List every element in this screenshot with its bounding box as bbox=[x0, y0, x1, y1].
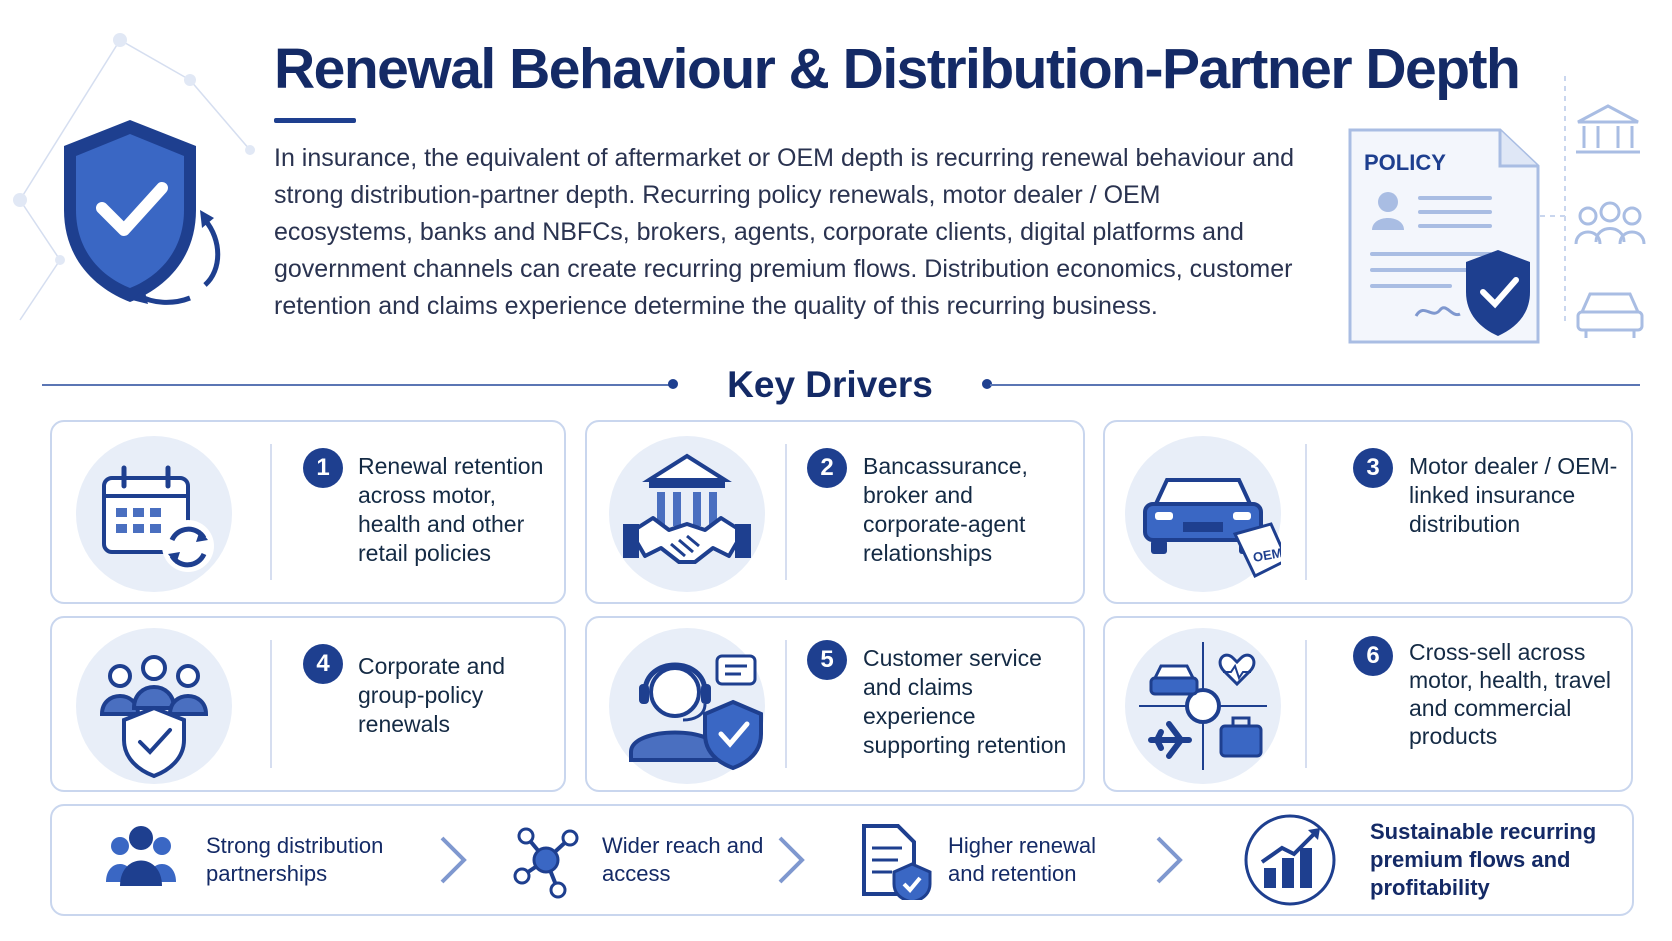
outcome-flow: Strong distribution partnerships Wider r… bbox=[50, 804, 1634, 916]
flow-step-3: Higher renewal and retention bbox=[858, 806, 1118, 914]
chevron-right-icon bbox=[440, 836, 467, 884]
heading-rule-right bbox=[990, 384, 1640, 386]
oem-tag-label: OEM bbox=[1252, 545, 1281, 565]
driver-card-4: 4 Corporate and group-policy renewals bbox=[50, 616, 566, 792]
people-icon bbox=[106, 826, 176, 886]
driver-label: Customer service and claims experience s… bbox=[863, 645, 1067, 758]
driver-label: Renewal retention across motor, health a… bbox=[358, 453, 544, 566]
key-drivers-title: Key Drivers bbox=[727, 364, 933, 405]
card-divider bbox=[1305, 640, 1307, 768]
flow-step-2: Wider reach and access bbox=[512, 806, 772, 914]
intro-paragraph: In insurance, the equivalent of aftermar… bbox=[274, 144, 1294, 320]
driver-label: Bancassurance, broker and corporate-agen… bbox=[863, 453, 1028, 566]
card-divider bbox=[785, 640, 787, 768]
driver-card-1: 1 Renewal retention across motor, health… bbox=[50, 420, 566, 604]
driver-number: 1 bbox=[303, 448, 343, 488]
group-shield-icon bbox=[76, 628, 232, 784]
calendar-renewal-icon bbox=[76, 436, 232, 592]
driver-number: 5 bbox=[807, 640, 847, 680]
growth-chart-icon bbox=[1244, 814, 1336, 906]
card-divider bbox=[270, 444, 272, 580]
card-divider bbox=[270, 640, 272, 768]
driver-card-2: 2 Bancassurance, broker and corporate-ag… bbox=[585, 420, 1085, 604]
heading-dot-right bbox=[982, 379, 992, 389]
chevron-right-icon bbox=[1156, 836, 1183, 884]
card-divider bbox=[785, 444, 787, 580]
driver-number: 6 bbox=[1353, 636, 1393, 676]
policy-label: POLICY bbox=[1364, 150, 1446, 175]
flow-label: Higher renewal and retention bbox=[948, 833, 1096, 886]
driver-card-3: OEM 3 Motor dealer / OEM-linked insuranc… bbox=[1103, 420, 1633, 604]
policy-document-icon: POLICY bbox=[1348, 76, 1646, 344]
card-divider bbox=[1305, 444, 1307, 580]
car-oem-icon: OEM bbox=[1125, 436, 1289, 592]
chevron-right-icon bbox=[778, 836, 805, 884]
support-agent-icon bbox=[609, 628, 765, 784]
driver-card-6: 6 Cross-sell across motor, health, trave… bbox=[1103, 616, 1633, 792]
policy-document-graphic: POLICY bbox=[1320, 66, 1672, 356]
heading-dot-left bbox=[668, 379, 678, 389]
flow-label: Strong distribution partnerships bbox=[206, 833, 384, 886]
driver-card-5: 5 Customer service and claims experience… bbox=[585, 616, 1085, 792]
flow-step-4: Sustainable recurring premium flows and … bbox=[1242, 806, 1622, 914]
driver-number: 2 bbox=[807, 448, 847, 488]
flow-step-1: Strong distribution partnerships bbox=[104, 806, 404, 914]
driver-label: Corporate and group-policy renewals bbox=[358, 653, 506, 737]
bank-handshake-icon bbox=[609, 436, 765, 592]
flow-label: Sustainable recurring premium flows and … bbox=[1370, 819, 1597, 900]
flow-label: Wider reach and access bbox=[602, 833, 764, 886]
title-underline bbox=[274, 118, 356, 123]
heading-rule-left bbox=[42, 384, 672, 386]
driver-label: Cross-sell across motor, health, travel … bbox=[1409, 639, 1611, 749]
driver-number: 4 bbox=[303, 644, 343, 684]
cross-sell-icon bbox=[1125, 628, 1281, 784]
network-icon bbox=[513, 827, 579, 899]
document-shield-icon bbox=[862, 824, 932, 900]
driver-number: 3 bbox=[1353, 448, 1393, 488]
driver-label: Motor dealer / OEM-linked insurance dist… bbox=[1409, 453, 1618, 537]
shield-check-icon bbox=[13, 33, 255, 321]
page-title: Renewal Behaviour & Distribution-Partner… bbox=[274, 37, 1521, 101]
